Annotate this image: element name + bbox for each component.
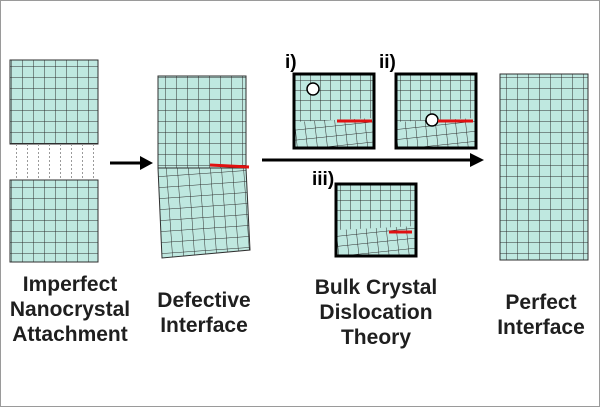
- caption-line: Attachment: [12, 323, 128, 346]
- inset-iii: [334, 182, 418, 258]
- crystal-bottom-block: [9, 179, 99, 263]
- caption-perfect-interface: Perfect Interface: [486, 290, 596, 340]
- caption-line: Interface: [497, 316, 585, 339]
- crystal-imperfect-attachment: [9, 59, 99, 263]
- arrow-long: [262, 153, 484, 167]
- caption-imperfect-attachment: Imperfect Nanocrystal Attachment: [0, 272, 140, 347]
- caption-bulk-crystal-dislocation-theory: Bulk Crystal Dislocation Theory: [296, 275, 456, 350]
- caption-line: Theory: [340, 326, 411, 349]
- crystal-lower-distorted-region: [157, 167, 251, 259]
- caption-line: Imperfect: [22, 273, 118, 296]
- inset-label-i: i): [285, 52, 297, 73]
- crystal-perfect-interface: [499, 73, 589, 261]
- inset-label-iii: iii): [312, 169, 335, 190]
- caption-line: Defective: [157, 289, 251, 312]
- inset-label-ii: ii): [379, 52, 396, 73]
- caption-line: Interface: [160, 314, 248, 337]
- caption-line: Dislocation: [319, 301, 433, 324]
- inset-i: [292, 72, 376, 150]
- caption-line: Perfect: [505, 291, 577, 314]
- crystal-gap: [10, 144, 98, 180]
- crystal-top-block: [9, 59, 99, 145]
- caption-line: Nanocrystal: [9, 298, 131, 321]
- crystal-upper-region: [157, 75, 247, 169]
- caption-line: Bulk Crystal: [314, 276, 438, 299]
- vacancy-marker: [306, 82, 320, 96]
- inset-ii: [394, 72, 478, 150]
- vacancy-marker: [425, 113, 439, 127]
- caption-defective-interface: Defective Interface: [142, 288, 266, 338]
- arrow-1: [110, 156, 153, 170]
- crystal-defective-interface: [157, 75, 251, 259]
- dislocation-line: [209, 163, 250, 169]
